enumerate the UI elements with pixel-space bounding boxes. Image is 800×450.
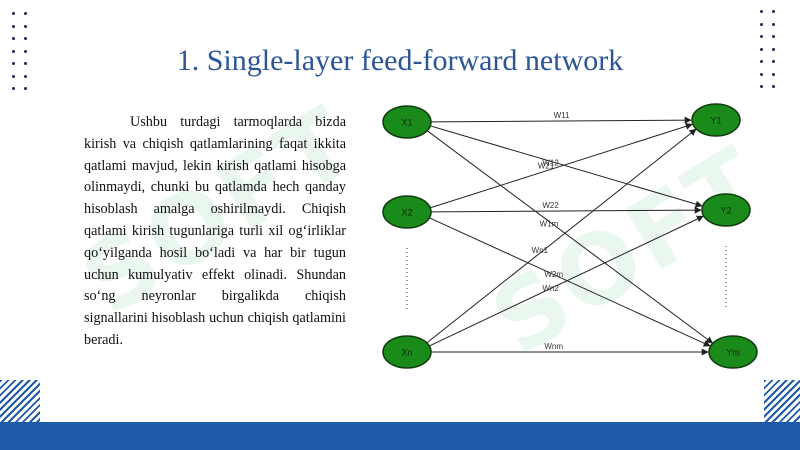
slide-body-text: Ushbu turdagi tarmoqlarda bizda kirish v… <box>84 114 346 348</box>
edge-weight-label: W2m <box>544 270 563 279</box>
decor-hatch-right <box>764 380 800 422</box>
node-circle <box>382 195 432 229</box>
node-circle <box>701 193 751 227</box>
node-label: Ym <box>726 348 740 358</box>
edge-weight-label: W21 <box>538 162 555 171</box>
edge-weight-label: Wn1 <box>532 246 549 255</box>
node-circle <box>691 103 741 137</box>
node-label: Xn <box>401 348 412 358</box>
node-circle <box>708 335 758 369</box>
edge-x1-y2 <box>429 125 703 208</box>
edge-xn-y2 <box>428 215 704 347</box>
edge-weight-label: W12 <box>542 159 559 168</box>
node-label: Y2 <box>720 206 731 216</box>
input-node-x2: X2 <box>382 195 432 229</box>
decor-dots-right <box>760 10 786 92</box>
edge-x2-y1 <box>429 122 693 209</box>
output-node-y2: Y2 <box>701 193 751 227</box>
decor-dots-left <box>12 12 38 94</box>
output-node-y1: Y1 <box>691 103 741 137</box>
edge-weight-label: W11 <box>554 111 570 120</box>
node-label: Y1 <box>710 116 721 126</box>
slide-title: 1. Single-layer feed-forward network <box>176 44 624 77</box>
node-circle <box>382 335 432 369</box>
edge-weight-label: W1m <box>540 220 559 229</box>
edge-x2-ym <box>428 217 711 347</box>
edge-x1-ym <box>426 129 714 344</box>
edge-x1-y1 <box>430 116 692 124</box>
decor-hatch-left <box>0 380 40 422</box>
edge-x2-y2 <box>430 206 702 214</box>
edge-weight-label: Wnm <box>544 342 563 351</box>
input-node-xn: Xn <box>382 335 432 369</box>
node-circle <box>382 105 432 139</box>
node-label: X2 <box>401 208 412 218</box>
node-label: X1 <box>401 118 412 128</box>
footer-bar <box>0 422 800 450</box>
edge-weight-label: Wn2 <box>542 284 559 293</box>
output-node-ym: Ym <box>708 335 758 369</box>
edge-xn-y1 <box>425 128 697 344</box>
edge-weight-label: W22 <box>542 201 559 210</box>
input-node-x1: X1 <box>382 105 432 139</box>
